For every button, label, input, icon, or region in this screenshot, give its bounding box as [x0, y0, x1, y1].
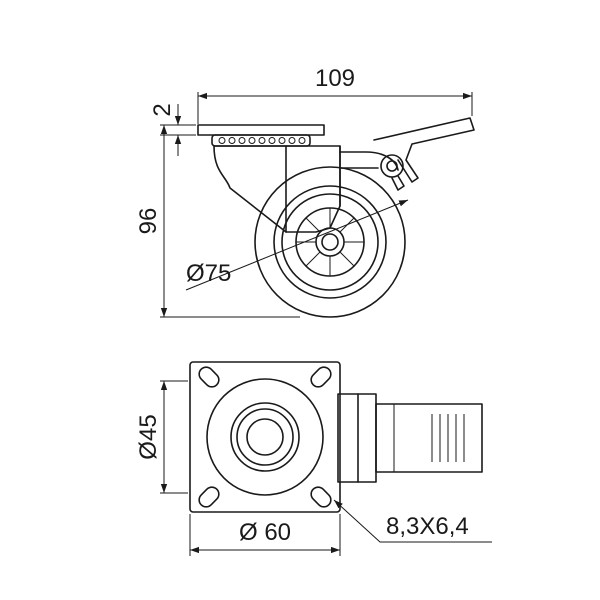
dim-bolt-spacing-label: Ø45: [135, 414, 162, 459]
dim-line-wheel-diameter: [185, 199, 409, 291]
mounting-plate-top: [189, 361, 341, 513]
fork-housing: [213, 145, 341, 233]
dim-wheel-diameter-label: Ø75: [186, 260, 231, 287]
extension-lines-top: [160, 380, 341, 556]
swivel-rings-top: [206, 378, 324, 496]
brake-pedal-top: [375, 403, 483, 473]
brake-assembly: [339, 117, 475, 191]
brake-housing-top: [337, 393, 377, 483]
mounting-slots: [198, 366, 332, 508]
wheel: [254, 166, 406, 318]
dim-plate-thickness-label: 2: [149, 103, 176, 116]
dim-height-label: 96: [135, 208, 162, 235]
side-view: 109 2 96 Ø75: [135, 65, 475, 318]
dim-line-slot: [333, 499, 492, 543]
top-view: Ø45 Ø 60 8,3X6,4: [135, 361, 492, 556]
top-plate: [197, 124, 325, 136]
dim-length-label: 109: [315, 65, 355, 92]
dim-plate-size-label: Ø 60: [239, 519, 291, 546]
brake-pedal: [373, 117, 475, 183]
bearing-balls: [218, 137, 306, 144]
dim-slot-label: 8,3X6,4: [386, 513, 469, 540]
